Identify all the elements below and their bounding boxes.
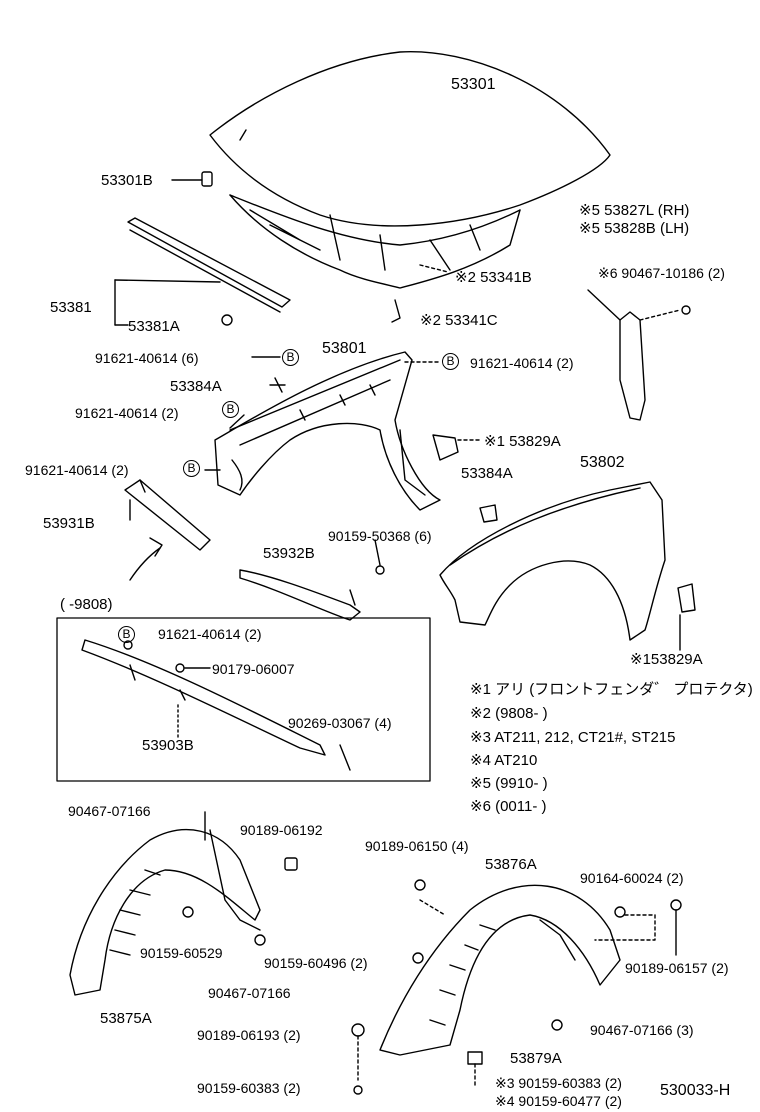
hood-cushion-drawing — [171, 171, 213, 187]
note-6: ※6 (0011- ) — [470, 798, 547, 815]
label-protector-2: ※153829A — [630, 651, 703, 668]
label-protector-1: ※1 53829A — [484, 433, 561, 450]
label-clip-l-90189: 90189-06192 — [240, 822, 323, 838]
label-hood-lock-support: 53381 — [50, 299, 92, 316]
label-box-nut: 90179-06007 — [212, 661, 295, 677]
box-bracket-drawing — [81, 639, 351, 771]
label-box-bolt-90269: 90269-03067 (4) — [288, 715, 392, 731]
label-liner-left: 53875A — [100, 1010, 152, 1027]
label-screw-l-90159: 90159-60529 — [140, 945, 223, 961]
callout-b-3: B — [222, 401, 239, 419]
label-hood-insulator: ※2 53341B — [455, 269, 532, 286]
label-clip-90467: ※6 90467-10186 (2) — [598, 265, 725, 281]
label-lock-support-clip: 53381A — [128, 318, 180, 335]
callout-letter: B — [118, 626, 135, 644]
label-screw-r-90159-4: ※4 90159-60477 (2) — [495, 1093, 622, 1109]
label-bolt-top-left: 91621-40614 (6) — [95, 350, 199, 366]
fender-drawing — [439, 481, 666, 641]
label-clip-53384A-mid: 53384A — [461, 465, 513, 482]
note-5: ※5 (9910- ) — [470, 775, 548, 792]
callout-b-2: B — [442, 353, 459, 371]
variant-box-title: ( -9808) — [60, 596, 113, 613]
label-hood: 53301 — [451, 76, 496, 93]
liner-right-drawing — [379, 884, 621, 1056]
callout-letter: B — [222, 401, 239, 419]
label-clip-l-90467-bottom: 90467-07166 — [208, 985, 291, 1001]
callout-b-1: B — [282, 349, 299, 367]
reference-code: 530033-H — [660, 1082, 731, 1099]
panel-53827L-drawing — [587, 289, 691, 421]
hood-drawing — [209, 51, 611, 289]
label-clip-r-90189-top: 90189-06150 (4) — [365, 838, 469, 854]
lock-support-drawing — [114, 217, 291, 326]
label-part-53879A: 53879A — [510, 1050, 562, 1067]
callout-letter: B — [282, 349, 299, 367]
variant-box — [56, 617, 431, 782]
label-clip-r-90467: 90467-07166 (3) — [590, 1022, 694, 1038]
label-panel-53827L: ※5 53827L (RH) — [579, 202, 690, 219]
apron-drawing — [214, 351, 441, 511]
label-hood-cushion: 53301B — [101, 172, 153, 189]
label-box-part: 53903B — [142, 737, 194, 754]
label-clip-r-90164: 90164-60024 (2) — [580, 870, 684, 886]
label-bolt-left-2b: 91621-40614 (2) — [25, 462, 129, 478]
label-screw-6: 90159-50368 (6) — [328, 528, 432, 544]
label-clip-l-90467-top: 90467-07166 — [68, 803, 151, 819]
label-panel-53828B: ※5 53828B (LH) — [579, 220, 690, 237]
callout-letter: B — [183, 460, 200, 478]
note-2: ※2 (9808- ) — [470, 705, 548, 722]
label-clip-r-90189-right: 90189-06157 (2) — [625, 960, 729, 976]
callout-letter: B — [442, 353, 459, 371]
label-bolt-right: 91621-40614 (2) — [470, 355, 574, 371]
label-clip-53384A-top: 53384A — [170, 378, 222, 395]
label-screw-l-90159-2: 90159-60496 (2) — [264, 955, 368, 971]
label-bracket-center: 53932B — [263, 545, 315, 562]
label-liner-right: 53876A — [485, 856, 537, 873]
liner-left-drawing — [69, 828, 261, 996]
label-screw-r-90159-bottom: 90159-60383 (2) — [197, 1080, 301, 1096]
label-apron: 53801 — [322, 340, 367, 357]
note-3: ※3 AT211, 212, CT21#, ST215 — [470, 729, 676, 746]
label-bracket-left: 53931B — [43, 515, 95, 532]
bracket-53932B-drawing — [239, 569, 361, 621]
callout-b-5: B — [118, 626, 135, 644]
label-clip-r-90189-bottom: 90189-06193 (2) — [197, 1027, 301, 1043]
callout-b-4: B — [183, 460, 200, 478]
label-insulator-clip: ※2 53341C — [420, 312, 498, 329]
bracket-53931B-drawing — [124, 479, 211, 551]
note-1: ※1 アリ (フロントフェンダ゛ プロテクタ) — [470, 681, 753, 698]
label-fender: 53802 — [580, 454, 625, 471]
label-bolt-left-2a: 91621-40614 (2) — [75, 405, 179, 421]
label-screw-r-90159-3: ※3 90159-60383 (2) — [495, 1075, 622, 1091]
note-4: ※4 AT210 — [470, 752, 538, 769]
label-box-bolt: 91621-40614 (2) — [158, 626, 262, 642]
